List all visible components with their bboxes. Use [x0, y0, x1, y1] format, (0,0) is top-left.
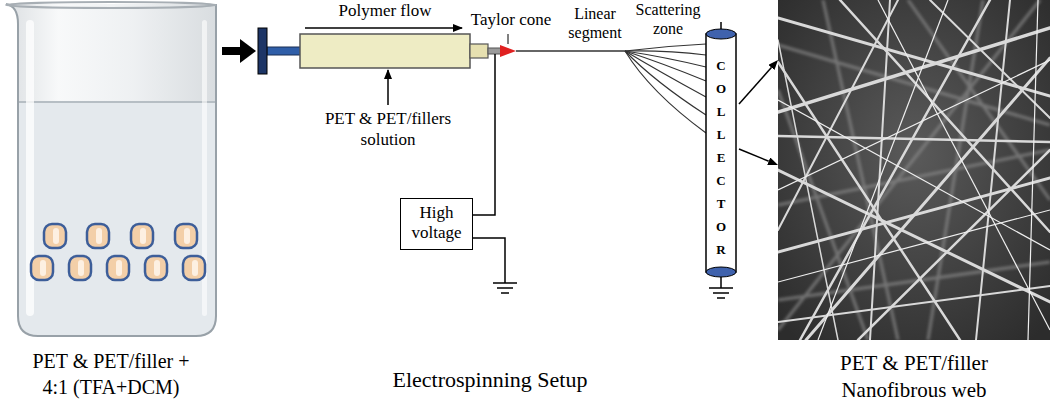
callout-label: Taylor cone	[466, 10, 556, 30]
flow-arrow	[305, 27, 462, 29]
scattering-jets	[625, 44, 706, 133]
beaker-outline	[6, 4, 216, 336]
collector-cap	[706, 29, 736, 39]
micrograph-caption: PET & PET/filler Nanofibrous web	[819, 350, 1009, 405]
collector-body	[706, 34, 736, 272]
beaker: PET & PET/filler + 4:1 (TFA+DCM)	[0, 0, 222, 410]
filler-capsule	[175, 224, 197, 248]
callout-label: Linear segment	[558, 4, 632, 42]
fiber	[818, 0, 948, 340]
fiber	[778, 0, 1040, 330]
fiber	[778, 136, 1050, 142]
sem-image	[778, 0, 1050, 340]
ground-symbol	[493, 283, 517, 293]
callout-label: PET & PET/fillers solution	[318, 108, 458, 150]
fiber	[778, 40, 838, 340]
fiber	[858, 150, 1050, 340]
leader-line	[508, 34, 509, 44]
blurred-fibers	[778, 0, 1050, 340]
fiber	[806, 58, 1050, 340]
fiber	[778, 18, 1050, 96]
flow-label: Polymer flow	[320, 1, 450, 21]
linear-jet	[516, 50, 625, 51]
collector-label: COLLECTOR	[715, 54, 728, 261]
label-holder: Linear segment	[558, 4, 632, 42]
fiber	[878, 0, 1050, 330]
collector-drum	[706, 22, 736, 298]
collector-cap	[706, 267, 736, 277]
filler-capsule	[31, 256, 53, 280]
label-holder: Taylor cone	[466, 10, 556, 30]
fiber	[778, 286, 1050, 322]
beaker	[6, 2, 216, 336]
whipping-jet	[625, 51, 706, 133]
fiber	[870, 0, 890, 340]
whipping-jet	[625, 51, 706, 115]
fiber	[778, 90, 868, 340]
fine-fibers	[778, 0, 1050, 340]
plunger-rod	[267, 47, 301, 55]
filler-capsule	[69, 256, 91, 280]
zoom-arrow	[739, 67, 771, 104]
beaker-glass	[6, 4, 216, 336]
filler-capsule	[131, 224, 153, 248]
fiber	[1028, 0, 1038, 340]
fiber	[778, 60, 1050, 190]
ground-symbol	[709, 288, 733, 298]
process-arrow	[222, 47, 240, 55]
fiber	[778, 0, 898, 230]
taylor-cone	[500, 45, 516, 57]
needle-wire	[494, 54, 496, 72]
fiber	[976, 0, 1010, 340]
filler-capsule	[183, 256, 205, 280]
zoom-arrow	[739, 149, 769, 161]
filler-capsule	[145, 256, 167, 280]
sem-background	[778, 0, 1050, 340]
fiber	[840, 0, 1050, 232]
syringe-nozzle	[470, 44, 488, 58]
needle	[488, 48, 502, 54]
voltage-label: High voltage	[409, 203, 465, 244]
leader-arrow	[387, 70, 389, 105]
collector-axle	[720, 277, 722, 288]
callout-label: Scattering zone	[630, 0, 706, 38]
voltage-wire	[473, 72, 495, 215]
fiber	[778, 100, 1050, 250]
collector: COLLECTOR	[703, 24, 739, 282]
fibers	[778, 0, 1050, 340]
whipping-jet	[625, 44, 706, 51]
label-holder: Electrospinning Setup	[360, 366, 620, 394]
whipping-jet	[625, 51, 706, 97]
nanofiber-micrograph: PET & PET/filler Nanofibrous web	[778, 0, 1050, 410]
filler-capsule	[107, 256, 129, 280]
label-holder: PET & PET/fillers solution	[318, 108, 458, 150]
syringe-barrel	[300, 34, 470, 68]
setup-caption: Electrospinning Setup	[360, 366, 620, 394]
solvent	[19, 102, 215, 335]
label-holder: Scattering zone	[630, 0, 706, 38]
filler-capsule	[87, 224, 109, 248]
fiber	[778, 210, 1050, 282]
whipping-jet	[625, 51, 706, 81]
liquid-surface	[19, 101, 215, 103]
beaker-caption: PET & PET/filler + 4:1 (TFA+DCM)	[25, 348, 197, 400]
high-voltage-box: High voltage	[400, 198, 473, 250]
filler-capsule	[44, 224, 66, 248]
beaker-rim	[6, 2, 216, 8]
fiber	[930, 0, 1050, 118]
plunger-head	[258, 28, 267, 74]
